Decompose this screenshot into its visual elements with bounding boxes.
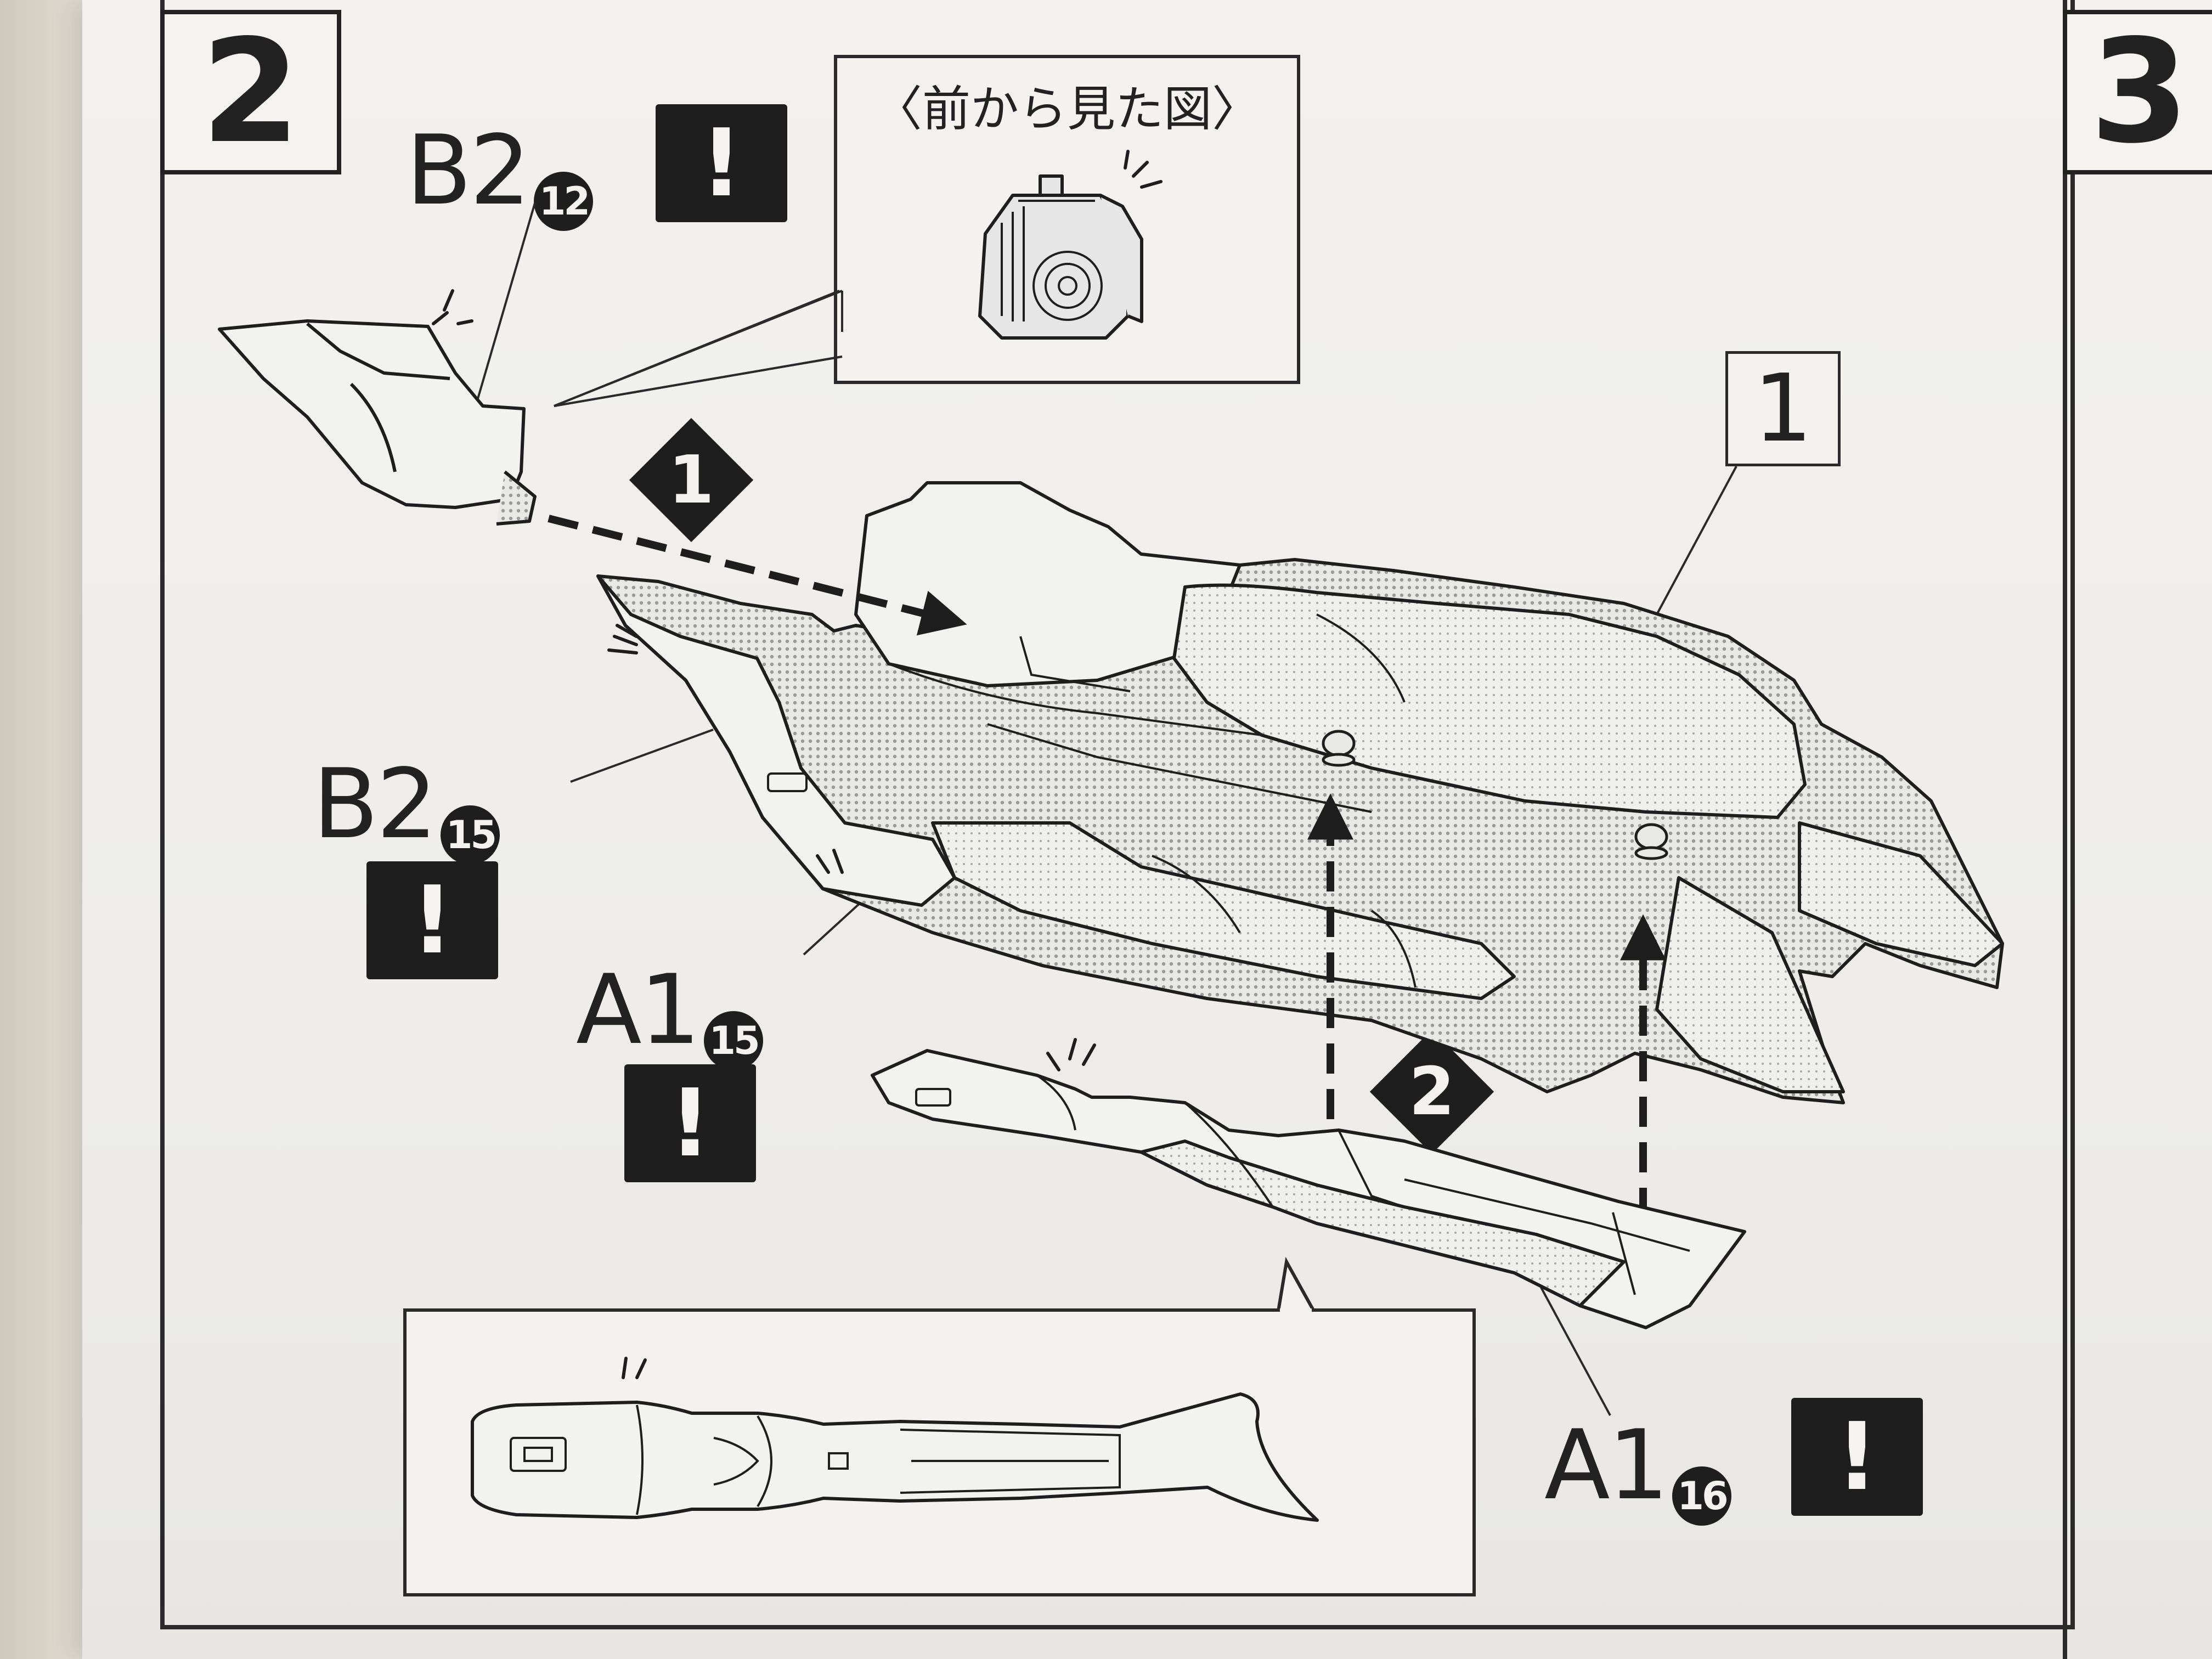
part-code: A1 [576,955,701,1066]
step-panel-frame [160,0,2075,1629]
main-assembly-illustration [596,481,2004,1104]
assembly-reference-box: 1 [1725,351,1841,466]
top-view-part-illustration [471,1357,1319,1522]
caution-mark: ! [1836,1402,1878,1511]
top-view-inset [403,1308,1476,1596]
caution-icon: ! [656,104,787,222]
order-diamond-1: 1 [629,417,754,543]
front-view-label: 〈前から見た図〉 [873,81,1260,137]
front-view-pointer [554,290,843,407]
next-step-panel-frame [2063,0,2212,1659]
part-code: B2 [313,749,437,860]
top-view-pointer [1277,1257,1316,1312]
caution-icon: ! [366,861,498,979]
part-b2-12-illustration [218,319,537,526]
part-code: B2 [406,115,531,227]
part-number-circle: 12 [534,171,594,231]
caution-mark: ! [411,866,454,975]
order-number: 1 [668,442,714,518]
assembly-arrows-2 [1307,793,1666,1218]
order-number: 2 [1409,1053,1455,1130]
caution-mark: ! [669,1069,712,1178]
part-code: A1 [1544,1410,1669,1521]
caution-mark: ! [700,109,743,218]
top-view-pointer-gap [1280,1308,1312,1315]
assembly-arrow-1 [548,515,967,636]
step-number-badge: 2 [160,9,341,175]
front-view-inset: 〈前から見た図〉 [834,55,1300,384]
part-number-circle: 15 [441,805,500,865]
caution-icon: ! [1791,1398,1923,1516]
next-step-number-badge: 3 [2063,9,2212,175]
front-view-illustration [978,150,1163,340]
caution-icon: ! [624,1064,756,1182]
part-number-circle: 16 [1672,1466,1732,1526]
part-number-circle: 15 [704,1011,764,1070]
part-a1-16-illustration [871,1049,1746,1329]
order-diamond-2: 2 [1369,1029,1494,1154]
